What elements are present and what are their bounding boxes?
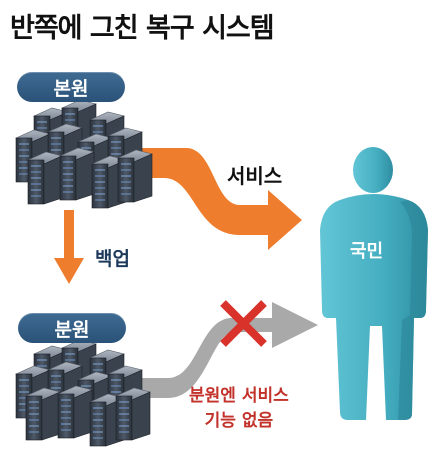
service-label: 서비스 — [227, 164, 283, 188]
main-server-cluster-icon — [15, 99, 153, 209]
main-site-label: 본원 — [17, 72, 125, 102]
service-arrow-icon — [140, 148, 302, 250]
no-service-line-1: 분원엔 서비스 — [189, 386, 289, 406]
branch-server-cluster-icon — [15, 339, 151, 447]
citizen-label: 국민 — [350, 241, 384, 262]
branch-site-label: 분원 — [18, 313, 126, 343]
no-service-note: 분원엔 서비스 기능 없음 — [189, 384, 289, 434]
backup-label: 백업 — [95, 248, 130, 270]
person-icon — [320, 147, 428, 420]
x-mark-icon — [220, 300, 267, 347]
page-title: 반쪽에 그친 복구 시스템 — [10, 13, 275, 44]
no-service-line-2: 기능 없음 — [204, 411, 274, 431]
inactive-arrow-icon — [130, 302, 318, 398]
backup-arrow-icon — [54, 210, 84, 284]
